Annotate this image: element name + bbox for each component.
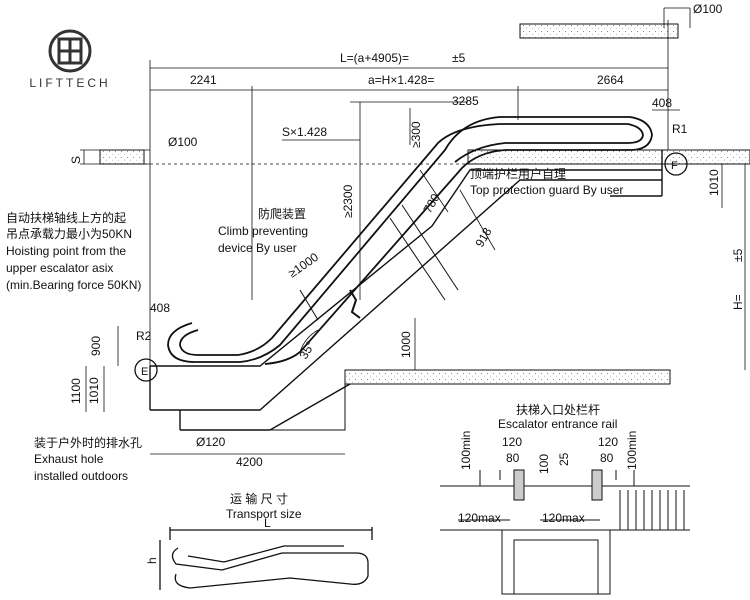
detail-100: 100 [537,454,551,474]
dim-angle: 35° [296,339,317,362]
dim-total-length: L=(a+4905)= [340,51,409,65]
transport-outline [171,547,369,589]
dim-s-1428: S×1.428 [282,125,327,139]
dim-upper-clear: 3285 [452,94,479,108]
dim-left-408: 408 [150,301,170,315]
dim-phi-drain: Ø120 [196,435,226,449]
dim-1100: 1100 [69,378,83,404]
dim-1010-left: 1010 [87,377,101,404]
ceiling-slab [519,23,679,39]
dimension-lines [80,7,746,455]
dim-r1: R1 [672,122,688,136]
detail-120max-left: 120max [458,511,501,525]
brand-logo: LIFTTECH [22,28,118,90]
hoist-points [134,152,688,382]
dim-lower-landing: 2241 [190,73,217,87]
dim-ge300: ≥300 [409,121,423,148]
exhaust-label-cn: 装于户外时的排水孔 [34,435,142,450]
hoist-mark-lower: E [141,366,148,378]
hoist-label-en-1: Hoisting point from the [6,244,126,258]
entrance-title-cn: 扶梯入口处栏杆 [516,402,600,417]
upper-floor-left [99,149,145,165]
detail-25: 25 [557,452,571,466]
dim-s: S [69,156,83,164]
detail-80-right: 80 [600,451,614,465]
guard-label-en: Top protection guard By user [470,183,623,197]
truss-bottom-chord [150,179,662,411]
detail-hatch [619,490,685,530]
dim-ge2300: ≥2300 [341,184,355,218]
dim-4200: 4200 [236,455,263,469]
rail-post-left [513,469,525,501]
detail-100min-left: 100min [459,431,473,470]
dim-1010-right: 1010 [707,169,721,196]
climb-label-en-2: device By user [218,241,297,255]
dim-h-label: H= [731,294,745,310]
handrail-outer [167,116,653,365]
transport-length-label: L [264,516,271,530]
dim-upper-408: 408 [652,96,672,110]
climb-device [349,289,361,319]
transport-title-en: Transport size [226,507,302,521]
upper-floor-right [467,149,750,165]
hoist-label-cn-2: 吊点承载力最小为50KN [6,227,132,241]
dim-918: 918 [472,225,494,250]
dim-h-tol: ±5 [731,248,745,262]
climb-label-en-1: Climb preventing [218,224,308,238]
transport-sketch [159,527,373,590]
hoist-circle-lower [134,358,158,382]
detail-120max-mid: 120max [542,511,585,525]
truss-body [149,150,663,431]
handrail [167,116,653,365]
handrail-inner [179,123,644,356]
hoist-mark-upper: F [671,160,678,172]
detail-80-left: 80 [506,451,520,465]
hoist-label-en-3: (min.Bearing force 50KN) [6,278,141,292]
exhaust-label-en-2: installed outdoors [34,469,128,483]
dim-incline-a: a=H×1.428= [368,73,434,87]
dim-phi-left: Ø100 [168,135,198,149]
lower-floor [344,369,671,385]
balustrade-panels [299,204,459,321]
entrance-title-en: Escalator entrance rail [498,417,617,431]
dim-900: 900 [89,336,103,356]
brand-name: LIFTTECH [29,76,111,90]
entrance-rail-detail [440,469,690,595]
dim-1000: 1000 [399,331,413,358]
guard-label-cn: 顶端护栏用户自理 [470,166,566,181]
truss-top-chord [150,169,662,367]
hoist-circle-upper [664,152,688,176]
climb-label-cn: 防爬装置 [258,206,306,221]
rail-post-right [591,469,603,501]
dim-r2: R2 [136,329,152,343]
hoist-label-cn-1: 自动扶梯轴线上方的起 [6,210,126,225]
detail-120-right: 120 [598,435,618,449]
exhaust-label-en-1: Exhaust hole [34,452,104,466]
transport-title-cn: 运 输 尺 寸 [230,491,288,506]
detail-120-left: 120 [502,435,522,449]
transport-height-label: h [145,557,159,564]
dim-upper-landing: 2664 [597,73,624,87]
dim-top-phi: Ø100 [693,2,723,16]
dim-total-tol: ±5 [452,51,466,65]
hoist-label-en-2: upper escalator asix [6,261,113,275]
lifttech-logo-icon [48,29,92,73]
detail-100min-right: 100min [625,431,639,470]
